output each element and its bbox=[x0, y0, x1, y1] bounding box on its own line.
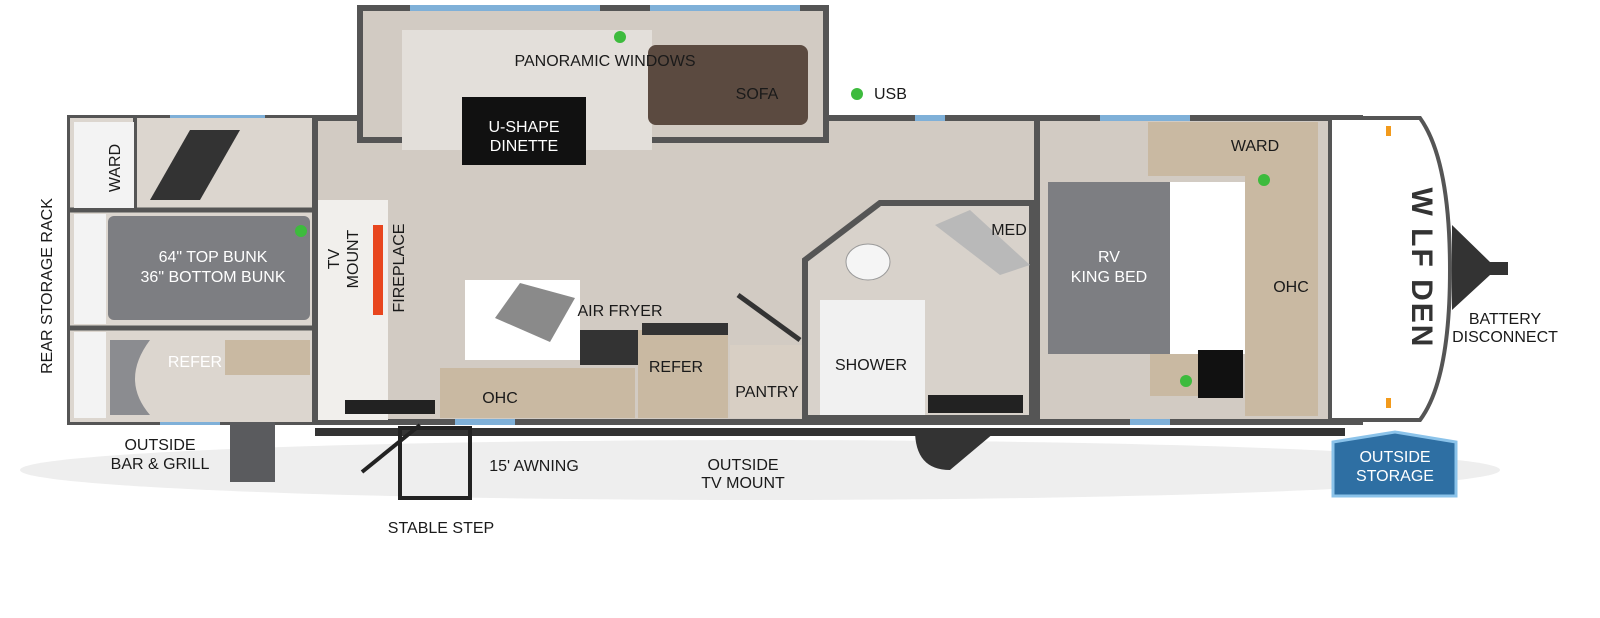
hitch-icon bbox=[1452, 225, 1508, 310]
label-outside-storage-1: OUTSIDE bbox=[1359, 449, 1430, 466]
label-ohc-kitchen: OHC bbox=[482, 390, 518, 407]
label-ward-rear: WARD bbox=[107, 144, 124, 192]
label-fireplace: FIREPLACE bbox=[391, 224, 408, 313]
label-panoramic-windows: PANORAMIC WINDOWS bbox=[514, 53, 695, 70]
window bbox=[410, 5, 600, 11]
label-battery-2: DISCONNECT bbox=[1452, 329, 1558, 346]
rear-storage bbox=[74, 332, 106, 418]
label-refer-rear: REFER bbox=[168, 354, 222, 371]
label-outside-bar-1: OUTSIDE bbox=[124, 437, 195, 454]
front-cap bbox=[1328, 116, 1453, 422]
label-outside-tv-2: TV MOUNT bbox=[701, 475, 785, 492]
label-usb: USB bbox=[874, 86, 907, 103]
entry-step bbox=[345, 400, 435, 414]
label-outside-storage-2: STORAGE bbox=[1356, 468, 1434, 485]
label-battery-1: BATTERY bbox=[1469, 311, 1542, 328]
nightstand bbox=[1150, 354, 1200, 396]
usb-legend-icon bbox=[851, 88, 863, 100]
label-tv-mount-2: MOUNT bbox=[345, 229, 362, 288]
marker-light bbox=[1386, 398, 1391, 408]
usb-outlet-icon bbox=[1180, 375, 1192, 387]
window bbox=[915, 115, 945, 121]
label-awning: 15' AWNING bbox=[489, 458, 579, 475]
bunk-ladder-area bbox=[74, 214, 106, 324]
label-bunk-2: 36" BOTTOM BUNK bbox=[141, 269, 286, 286]
window bbox=[1100, 115, 1190, 121]
label-rear-storage-rack: REAR STORAGE RACK bbox=[39, 198, 56, 374]
king-bed bbox=[1048, 182, 1170, 354]
nightstand-dark bbox=[1198, 350, 1243, 398]
label-outside-bar-2: BAR & GRILL bbox=[111, 456, 210, 473]
kitchen-ohc-cabinet bbox=[440, 368, 635, 418]
dinette-table bbox=[462, 97, 586, 165]
label-air-fryer: AIR FRYER bbox=[577, 303, 662, 320]
air-fryer bbox=[580, 330, 640, 365]
window bbox=[1130, 419, 1170, 425]
stable-step bbox=[398, 426, 472, 500]
label-rv-king-bed-2: KING BED bbox=[1071, 269, 1147, 286]
pantry-cabinet bbox=[730, 345, 805, 418]
awning-bar bbox=[315, 428, 1345, 436]
bunk-bed bbox=[108, 216, 310, 320]
kitchen-refer-cabinet bbox=[638, 330, 728, 418]
rear-ward-cabinet bbox=[74, 122, 134, 208]
label-dinette-1: U-SHAPE bbox=[488, 119, 559, 136]
label-stable-step: STABLE STEP bbox=[388, 520, 494, 537]
shower bbox=[820, 300, 925, 415]
bath-window-sill bbox=[928, 395, 1023, 413]
sofa bbox=[648, 45, 808, 125]
label-refer-kitchen: REFER bbox=[649, 359, 703, 376]
label-shower: SHOWER bbox=[835, 357, 907, 374]
label-ohc-front: OHC bbox=[1273, 279, 1309, 296]
label-sofa: SOFA bbox=[736, 86, 779, 103]
label-tv-mount-1: TV bbox=[326, 248, 343, 269]
label-med: MED bbox=[991, 222, 1027, 239]
label-dinette-2: DINETTE bbox=[490, 138, 558, 155]
rear-refer-cabinet bbox=[225, 340, 310, 375]
marker-light bbox=[1386, 126, 1391, 136]
usb-outlet-icon bbox=[295, 225, 307, 237]
rear-counter bbox=[110, 340, 150, 415]
outside-storage-badge bbox=[1331, 430, 1458, 498]
pantry-door bbox=[736, 292, 802, 343]
label-pantry: PANTRY bbox=[735, 384, 799, 401]
front-ohc-cabinet bbox=[1245, 176, 1318, 416]
label-bunk-1: 64" TOP BUNK bbox=[159, 249, 268, 266]
brand-logo-text: W LF DEN bbox=[1405, 188, 1438, 349]
kitchen-sink bbox=[495, 283, 575, 342]
floor-shadow bbox=[20, 440, 1500, 500]
usb-outlet-icon bbox=[1258, 174, 1270, 186]
stove bbox=[642, 323, 728, 335]
bed-sheets bbox=[1170, 182, 1245, 354]
front-ward-cabinet bbox=[1148, 122, 1318, 176]
window bbox=[650, 5, 800, 11]
usb-outlet-icon bbox=[614, 31, 626, 43]
outside-bar-grill bbox=[230, 422, 275, 482]
label-outside-tv-1: OUTSIDE bbox=[707, 457, 778, 474]
outside-tv-door bbox=[915, 428, 1000, 470]
fireplace-flame bbox=[373, 225, 383, 315]
window bbox=[455, 419, 515, 425]
toilet bbox=[845, 243, 891, 281]
rear-door bbox=[150, 130, 240, 200]
bath-sink bbox=[935, 210, 1030, 275]
label-rv-king-bed-1: RV bbox=[1098, 249, 1120, 266]
label-ward-front: WARD bbox=[1231, 138, 1279, 155]
awning-arm bbox=[360, 423, 422, 474]
